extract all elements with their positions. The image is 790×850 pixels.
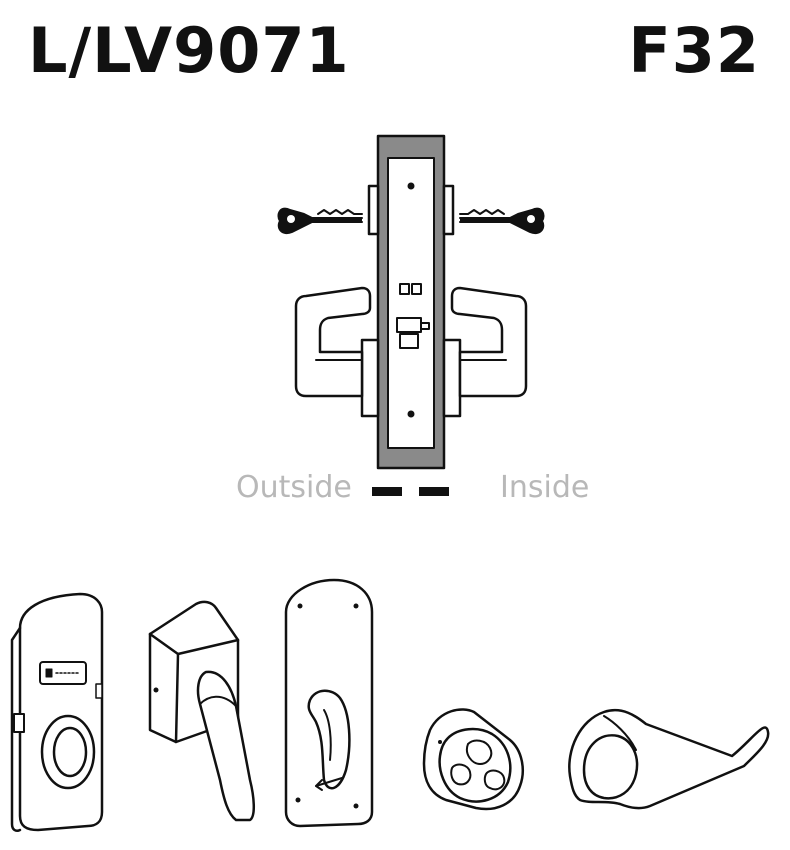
lever-handle-icon	[294, 286, 372, 398]
outside-cylinder-housing	[367, 184, 380, 236]
key-icon	[277, 207, 363, 234]
lever-handle-icon	[450, 286, 528, 398]
electronic-lock-icon	[10, 592, 104, 832]
outside-label: Outside	[236, 470, 352, 505]
legend-dash-inside	[419, 487, 449, 496]
finish-code: F32	[628, 14, 760, 87]
lever-icon	[568, 708, 770, 810]
inside-label: Inside	[500, 470, 590, 505]
key-icon	[459, 207, 545, 234]
knob-icon	[422, 708, 524, 811]
mortise-case	[376, 134, 446, 470]
legend-dash-outside	[372, 487, 402, 496]
model-number: L/LV9071	[28, 14, 350, 87]
outside-lever-rose	[360, 338, 380, 418]
lever-trim-icon	[148, 600, 255, 822]
escutcheon-plate-icon	[284, 578, 374, 828]
inside-cylinder-housing	[442, 184, 455, 236]
inside-lever-rose	[442, 338, 462, 418]
